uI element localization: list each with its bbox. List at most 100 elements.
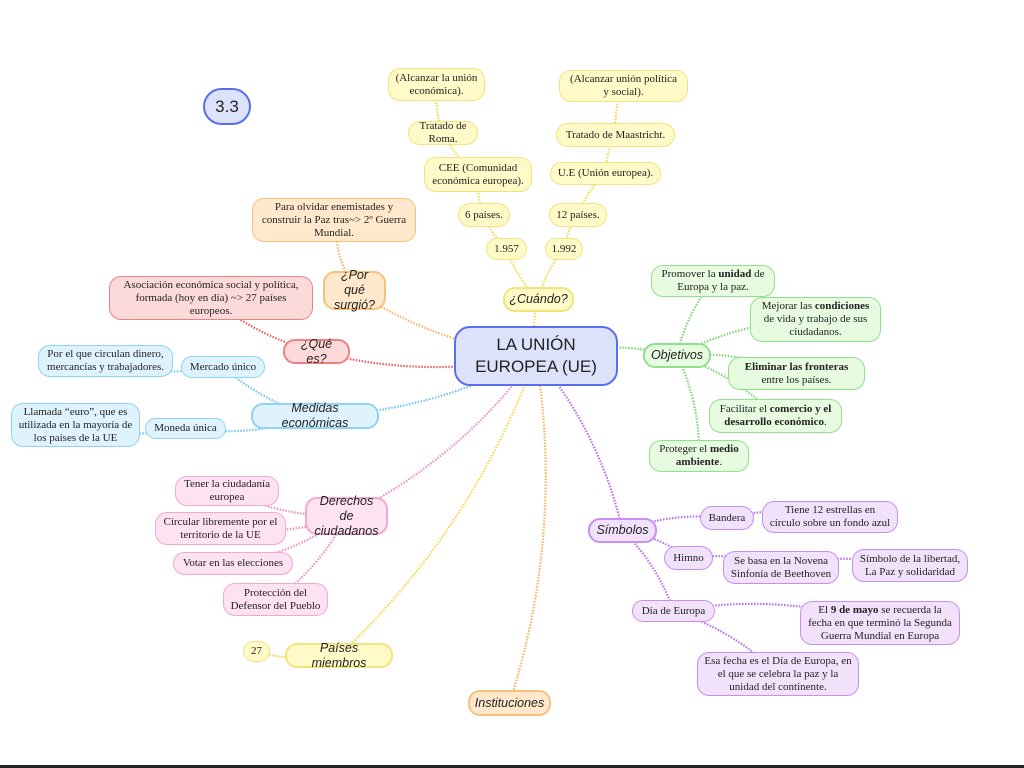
node-sebasa[interactable]: Se basa en la Novena Sinfonía de Beethov… — [723, 551, 839, 584]
node-p6[interactable]: 6 países. — [458, 203, 510, 227]
text-segment: Instituciones — [474, 695, 545, 710]
node-text: 12 países. — [556, 209, 599, 222]
node-y1957[interactable]: 1.957 — [486, 238, 527, 260]
node-alc1[interactable]: (Alcanzar la unión económica). — [388, 68, 485, 101]
text-segment: de vida y trabajo de sus ciudadanos. — [763, 313, 868, 338]
node-text: Símbolo de la libertad, La Paz y solidar… — [859, 553, 961, 579]
text-segment: Símbolo de la libertad, La Paz y solidar… — [859, 552, 961, 578]
node-text: Mercado único — [190, 361, 256, 374]
node-circl[interactable]: Circular libremente por el territorio de… — [155, 512, 286, 545]
text-segment: Promover la — [661, 268, 719, 280]
text-segment: U.E (Unión europea). — [557, 167, 654, 179]
node-inst[interactable]: Instituciones — [468, 690, 551, 716]
node-text: Instituciones — [475, 696, 544, 711]
node-maas[interactable]: Tratado de Maastricht. — [556, 123, 675, 147]
node-mercado[interactable]: Mercado único — [181, 356, 265, 378]
text-segment: se recuerda la fecha en que terminó la S… — [808, 603, 952, 642]
text-segment: Bandera — [708, 511, 746, 524]
node-eliminar[interactable]: Eliminar las fronteras entre los países. — [728, 357, 865, 390]
node-circ[interactable]: Por el que circulan dinero, mercancías y… — [38, 345, 173, 377]
bold-segment: comercio y el desarrollo económico — [724, 403, 832, 428]
node-text: Objetivos — [651, 348, 703, 363]
node-text: Símbolos — [596, 523, 648, 538]
node-text: 27 — [251, 645, 262, 658]
node-promover[interactable]: Promover la unidad de Europa y la paz. — [651, 265, 775, 297]
node-text: Tratado de Maastricht. — [566, 129, 666, 142]
node-paises[interactable]: Países miembros — [285, 641, 393, 671]
text-segment: Para olvidar enemistades y construir la … — [261, 200, 407, 239]
node-dia[interactable]: Día de Europa — [632, 600, 715, 622]
node-text: Llamada “euro”, que es utilizada en la m… — [18, 406, 133, 445]
node-text: Día de Europa — [642, 605, 706, 618]
node-text: 1.992 — [552, 243, 577, 256]
node-medidas[interactable]: Medidas económicas — [251, 401, 379, 431]
node-el9[interactable]: El 9 de mayo se recuerda la fecha en que… — [800, 601, 960, 645]
node-tener[interactable]: Tener la ciudadanía europea — [175, 476, 279, 506]
node-text: Circular libremente por el territorio de… — [162, 516, 279, 542]
text-segment: Moneda única — [154, 422, 217, 434]
node-text: Protección del Defensor del Pueblo — [230, 587, 321, 613]
node-roma[interactable]: Tratado de Roma. — [408, 120, 478, 146]
node-proteger[interactable]: Proteger el medio ambiente. — [649, 440, 749, 472]
text-segment: Circular libremente por el territorio de… — [163, 515, 278, 541]
node-llamada[interactable]: Llamada “euro”, que es utilizada en la m… — [11, 403, 140, 447]
node-votar[interactable]: Votar en las elecciones — [173, 552, 293, 575]
text-segment: Símbolos — [596, 523, 649, 537]
node-alc2[interactable]: (Alcanzar unión política y social). — [559, 70, 688, 102]
text-segment: LA UNIÓN EUROPEA (UE) — [475, 335, 597, 376]
text-segment: ¿Por qué surgió? — [334, 268, 375, 312]
node-simbolos[interactable]: Símbolos — [588, 518, 657, 543]
node-que[interactable]: ¿Qué es? — [283, 337, 350, 367]
node-text: Para olvidar enemistades y construir la … — [259, 201, 409, 240]
node-center[interactable]: LA UNIÓN EUROPEA (UE) — [454, 326, 618, 386]
node-badge[interactable]: 3.3 — [203, 88, 251, 125]
node-text: Tratado de Roma. — [415, 120, 471, 146]
node-text: Promover la unidad de Europa y la paz. — [658, 268, 768, 294]
text-segment: Proteger el — [659, 443, 710, 455]
text-segment: Facilitar el — [719, 403, 770, 415]
node-protec[interactable]: Protección del Defensor del Pueblo — [223, 583, 328, 616]
node-n27[interactable]: 27 — [243, 641, 270, 662]
text-segment: Mercado único — [189, 360, 257, 373]
node-text: 3.3 — [215, 98, 239, 115]
text-segment: . — [719, 456, 723, 468]
node-tiene[interactable]: Tiene 12 estrellas en círculo sobre un f… — [762, 501, 898, 533]
text-segment: ¿Qué es? — [300, 336, 333, 366]
text-segment: CEE (Comunidad económica europea). — [432, 161, 524, 187]
node-text: LA UNIÓN EUROPEA (UE) — [462, 334, 610, 378]
text-segment: . — [823, 416, 827, 428]
node-text: (Alcanzar unión política y social). — [566, 73, 681, 99]
node-simbolo[interactable]: Símbolo de la libertad, La Paz y solidar… — [852, 549, 968, 582]
node-porque[interactable]: ¿Por qué surgió? — [323, 268, 386, 312]
node-text: Países miembros — [293, 641, 385, 671]
node-text: Eliminar las fronteras entre los países. — [735, 361, 858, 387]
node-text: ¿Qué es? — [291, 337, 342, 367]
node-cee[interactable]: CEE (Comunidad económica europea). — [424, 157, 532, 192]
node-derechos[interactable]: Derechos de ciudadanos — [305, 494, 388, 538]
text-segment: Mejorar las — [761, 300, 815, 312]
edge-objetivos-mejorar — [676, 318, 816, 357]
edge-center-paises — [338, 355, 538, 657]
text-segment: 27 — [251, 645, 262, 657]
node-facilitar[interactable]: Facilitar el comercio y el desarrollo ec… — [709, 399, 842, 433]
node-esa[interactable]: Esa fecha es el Día de Europa, en el que… — [697, 652, 859, 696]
node-bandera[interactable]: Bandera — [700, 506, 754, 530]
text-segment: Asociación económica social y política, … — [123, 278, 299, 317]
node-text: Derechos de ciudadanos — [313, 494, 380, 539]
node-y1992[interactable]: 1.992 — [545, 238, 583, 260]
node-text: Moneda única — [154, 422, 217, 435]
node-text: Medidas económicas — [259, 401, 371, 431]
text-segment: (Alcanzar unión política y social). — [570, 73, 677, 98]
node-ue[interactable]: U.E (Unión europea). — [550, 162, 661, 185]
node-objetivos[interactable]: Objetivos — [643, 343, 711, 368]
node-text: Se basa en la Novena Sinfonía de Beethov… — [730, 555, 832, 581]
node-olvidar[interactable]: Para olvidar enemistades y construir la … — [252, 198, 416, 242]
node-mejorar[interactable]: Mejorar las condiciones de vida y trabaj… — [750, 297, 881, 342]
node-asoc[interactable]: Asociación económica social y política, … — [109, 276, 313, 320]
node-moneda[interactable]: Moneda única — [145, 418, 226, 439]
node-cuando[interactable]: ¿Cuándo? — [503, 287, 574, 312]
node-text: Facilitar el comercio y el desarrollo ec… — [716, 403, 835, 429]
node-himno[interactable]: Himno — [664, 546, 713, 570]
text-segment: ¿Cuándo? — [509, 292, 568, 306]
node-p12[interactable]: 12 países. — [549, 203, 607, 227]
